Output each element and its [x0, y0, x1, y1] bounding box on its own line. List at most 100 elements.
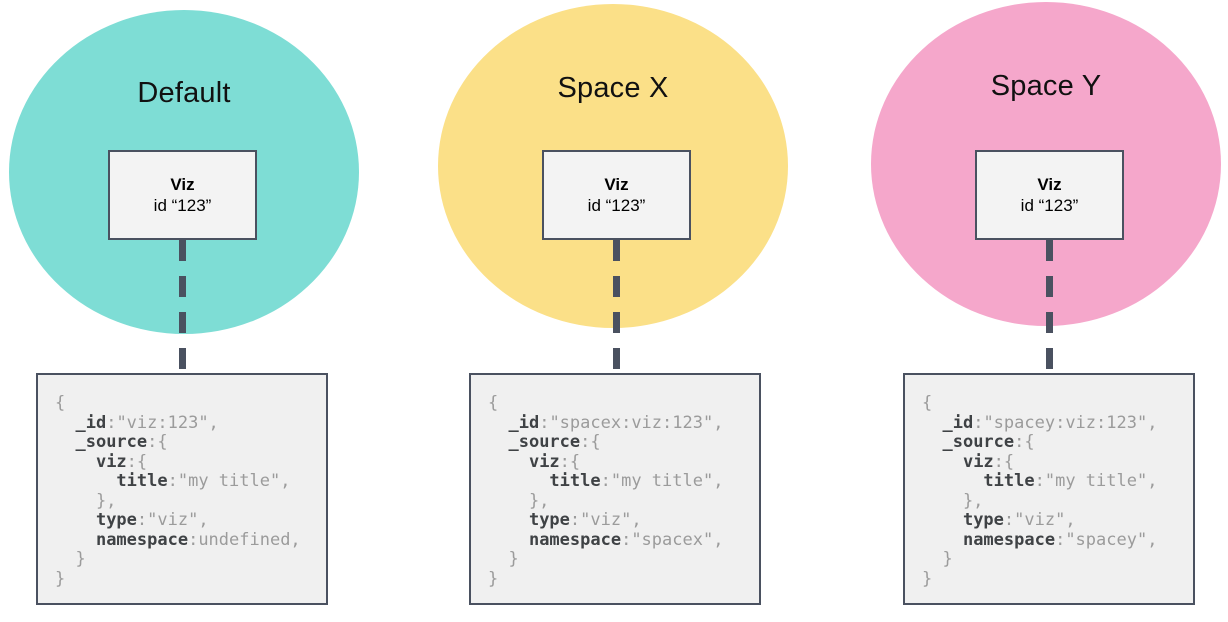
- code-line: {: [488, 393, 753, 414]
- code-line: title:"my title",: [488, 471, 753, 492]
- viz-box-title: Viz: [170, 175, 195, 194]
- code-line: type:"viz",: [488, 510, 753, 531]
- code-text: [922, 510, 963, 530]
- code-key: title: [983, 471, 1035, 491]
- code-key: namespace: [95, 529, 189, 550]
- code-key: type: [962, 510, 1004, 530]
- code-box-default: { _id:"viz:123", _source:{ viz:{ title:"…: [36, 373, 328, 605]
- code-line: _id:"spacey:viz:123",: [922, 412, 1187, 434]
- code-line: _id:"viz:123",: [55, 412, 320, 434]
- code-text: [488, 413, 508, 433]
- code-line: }: [922, 549, 1187, 570]
- code-line: },: [922, 490, 1187, 512]
- code-line: title:"my title",: [922, 471, 1187, 492]
- code-line: }: [488, 549, 753, 570]
- code-text: :"my title",: [167, 471, 291, 491]
- code-line: }: [922, 568, 1187, 590]
- code-key: type: [528, 510, 570, 530]
- code-text: :{: [580, 432, 601, 452]
- code-line: _id:"spacex:viz:123",: [488, 412, 753, 434]
- code-text: :"my title",: [1034, 471, 1158, 491]
- viz-box-id: id “123”: [1020, 196, 1079, 215]
- viz-box-y: Viz id “123”: [975, 150, 1124, 240]
- code-text: },: [488, 490, 550, 511]
- code-box-y: { _id:"spacey:viz:123", _source:{ viz:{ …: [903, 373, 1195, 605]
- code-line: {: [922, 393, 1187, 414]
- code-text: :{: [126, 451, 148, 472]
- code-text: :"spacex",: [621, 529, 724, 550]
- code-text: [922, 413, 942, 433]
- code-text: [488, 432, 508, 452]
- code-line: _source:{: [488, 432, 753, 453]
- code-text: }: [55, 568, 66, 589]
- code-text: [922, 530, 963, 550]
- code-text: }: [488, 568, 499, 589]
- code-text: [922, 471, 983, 491]
- dashed-connector-default: [179, 240, 186, 375]
- code-line: viz:{: [922, 451, 1187, 473]
- code-box-x: { _id:"spacex:viz:123", _source:{ viz:{ …: [469, 373, 761, 605]
- code-text: [55, 471, 116, 491]
- code-text: [488, 471, 549, 491]
- code-key: _id: [75, 412, 107, 433]
- code-text: :"viz",: [136, 510, 209, 530]
- dashed-connector-y: [1046, 240, 1053, 375]
- code-text: [488, 452, 529, 472]
- code-text: :{: [993, 451, 1015, 472]
- code-text: [55, 530, 96, 550]
- code-key: title: [549, 471, 601, 491]
- viz-box-title: Viz: [1037, 175, 1062, 194]
- code-text: :"my title",: [600, 471, 724, 491]
- code-line: }: [55, 549, 320, 570]
- code-line: {: [55, 393, 320, 414]
- code-key: namespace: [528, 529, 622, 550]
- code-line: namespace:"spacex",: [488, 529, 753, 551]
- code-key: viz: [528, 451, 560, 472]
- code-line: },: [488, 490, 753, 512]
- code-text: [55, 413, 75, 433]
- viz-box-title: Viz: [604, 175, 629, 194]
- code-key: _id: [508, 412, 540, 433]
- code-line: type:"viz",: [55, 510, 320, 531]
- code-text: {: [922, 393, 933, 413]
- code-line: _source:{: [55, 432, 320, 453]
- space-title-default: Default: [137, 77, 231, 109]
- code-line: namespace:"spacey",: [922, 529, 1187, 551]
- viz-box-default: Viz id “123”: [108, 150, 257, 240]
- code-text: :{: [1014, 432, 1035, 452]
- code-line: }: [488, 568, 753, 590]
- viz-box-id: id “123”: [153, 196, 212, 215]
- viz-box-x: Viz id “123”: [542, 150, 691, 240]
- code-text: [922, 432, 942, 452]
- code-text: [922, 452, 963, 472]
- space-title-y: Space Y: [990, 70, 1102, 102]
- code-key: viz: [95, 451, 127, 472]
- code-line: viz:{: [55, 451, 320, 473]
- code-key: viz: [962, 451, 994, 472]
- code-text: :"viz:123",: [106, 412, 219, 433]
- code-text: :"spacey",: [1055, 529, 1158, 550]
- code-text: [55, 510, 96, 530]
- code-text: :{: [147, 432, 168, 452]
- code-line: },: [55, 491, 320, 512]
- code-key: _source: [75, 432, 148, 452]
- code-text: },: [922, 490, 984, 511]
- code-text: [55, 432, 75, 452]
- code-text: {: [55, 393, 66, 413]
- code-text: }: [922, 568, 933, 589]
- code-text: :"viz",: [569, 510, 642, 530]
- code-text: :{: [559, 451, 581, 472]
- code-text: :"viz",: [1003, 510, 1076, 530]
- code-line: _source:{: [922, 432, 1187, 453]
- code-text: :"spacey:viz:123",: [973, 412, 1158, 433]
- code-key: _id: [942, 412, 974, 433]
- space-title-x: Space X: [557, 72, 669, 104]
- code-key: title: [116, 471, 168, 491]
- code-text: [488, 530, 529, 550]
- code-line: }: [55, 568, 320, 590]
- dashed-connector-x: [613, 240, 620, 375]
- code-key: _source: [942, 432, 1015, 452]
- code-text: :"spacex:viz:123",: [539, 412, 724, 433]
- code-text: :undefined,: [188, 529, 301, 550]
